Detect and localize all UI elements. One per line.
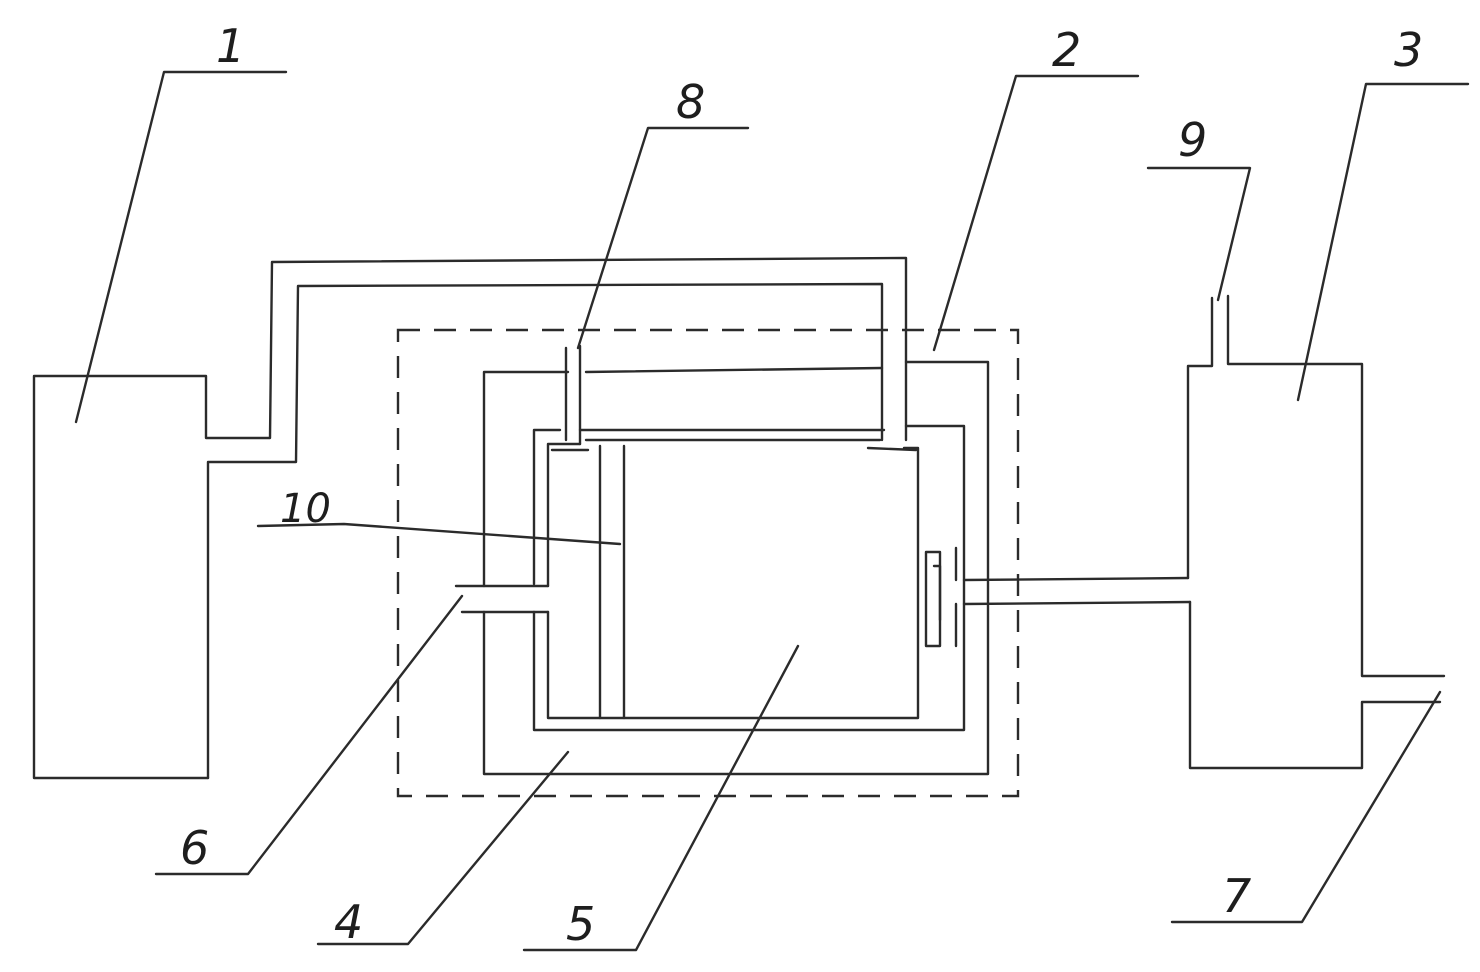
component-6-pipe	[454, 584, 550, 614]
right-connector	[924, 546, 1192, 648]
leader-lines	[74, 70, 1470, 952]
label-9: 9	[1178, 113, 1207, 167]
label-1: 1	[216, 19, 245, 73]
component-8-tube	[550, 344, 590, 452]
label-2: 2	[1052, 23, 1081, 77]
label-5: 5	[566, 897, 595, 951]
component-4-outer-walls	[482, 360, 990, 776]
label-7: 7	[1222, 869, 1251, 923]
label-6: 6	[180, 821, 209, 875]
component-1-box	[32, 256, 908, 780]
label-4: 4	[334, 895, 363, 949]
component-5-inner-chamber	[532, 424, 966, 732]
component-3-box	[1186, 294, 1446, 770]
label-8: 8	[676, 75, 705, 129]
component-2-dashed-enclosure	[396, 328, 1020, 798]
label-10: 10	[280, 486, 331, 532]
label-3: 3	[1394, 23, 1423, 77]
